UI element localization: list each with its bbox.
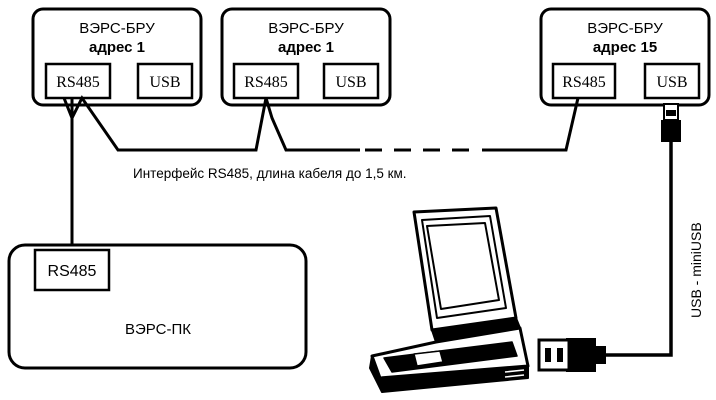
- device-address: адрес 15: [593, 39, 657, 56]
- port-rs485-label: RS485: [562, 74, 606, 91]
- interface-label: Интерфейс RS485, длина кабеля до 1,5 км.: [133, 166, 407, 181]
- mini-usb-plug-icon: [661, 103, 681, 142]
- usb-cable-line: [604, 142, 673, 357]
- bus-line-right: [482, 97, 580, 152]
- pc-port-rs485: [33, 248, 111, 292]
- laptop-icon: [369, 206, 530, 393]
- port-usb-label: USB: [335, 74, 366, 91]
- pc-block: RS485 ВЭРС-ПК: [7, 243, 308, 370]
- usb-cable-label: USB - miniUSB: [688, 222, 704, 318]
- port-rs485-label: RS485: [56, 74, 100, 91]
- port-usb-label: USB: [149, 74, 180, 91]
- port-rs485: [44, 62, 112, 100]
- device-name: ВЭРС-БРУ: [587, 20, 663, 37]
- device-name: ВЭРС-БРУ: [268, 20, 344, 37]
- port-usb: [322, 62, 380, 100]
- rs485-bus: [62, 95, 580, 248]
- port-usb: [643, 62, 701, 100]
- port-rs485: [551, 62, 617, 100]
- pc-name: ВЭРС-ПК: [125, 321, 191, 338]
- port-rs485-label: RS485: [244, 74, 288, 91]
- device-bru-1: ВЭРС-БРУ адрес 1 RS485 USB: [31, 7, 203, 107]
- device-name: ВЭРС-БРУ: [79, 20, 155, 37]
- port-usb: [136, 62, 194, 100]
- usb-plug-icon: [537, 338, 606, 372]
- device-address: адрес 1: [89, 39, 145, 56]
- device-bru-2: ВЭРС-БРУ адрес 1 RS485 USB: [220, 7, 392, 107]
- device-bru-3: ВЭРС-БРУ адрес 15 RS485 USB: [539, 7, 711, 107]
- port-rs485: [232, 62, 300, 100]
- port-usb-label: USB: [656, 74, 687, 91]
- pc-port-label: RS485: [48, 263, 97, 280]
- bus-line-left: [62, 95, 360, 152]
- usb-cable: [537, 103, 681, 372]
- device-address: адрес 1: [278, 39, 334, 56]
